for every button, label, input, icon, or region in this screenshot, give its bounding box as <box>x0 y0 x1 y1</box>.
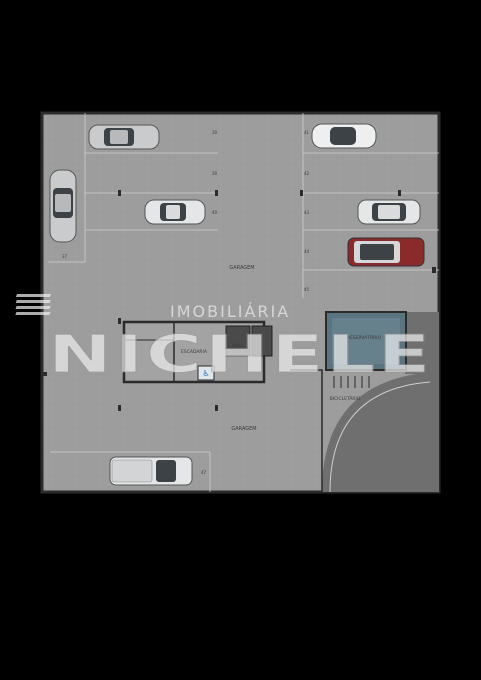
reservatorio-label: RESERVATÓRIO <box>347 334 382 341</box>
bicycle-racks <box>333 376 370 388</box>
watermark-line2: NICHELE <box>48 325 433 385</box>
ramp-curve-line <box>329 381 431 493</box>
parking-lines <box>48 113 439 492</box>
car-4-coupe <box>311 123 377 149</box>
spot-45: 45 <box>304 287 310 292</box>
ramp-strip <box>405 312 439 374</box>
accessible-wc <box>197 365 215 381</box>
car-6-suv <box>347 237 425 267</box>
spot-numbers: 30 39 40 41 42 43 44 45 37 47 <box>62 130 310 475</box>
spot-37: 37 <box>62 254 68 259</box>
spot-30: 30 <box>212 130 218 135</box>
spot-39: 39 <box>212 171 218 176</box>
spot-42: 42 <box>304 171 310 176</box>
watermark-stripes-icon <box>15 294 51 315</box>
car-7-pickup <box>109 456 193 486</box>
ramp-inner-wall <box>290 369 323 492</box>
watermark-line1: IMOBILIÁRIA <box>170 302 290 321</box>
spot-41: 41 <box>304 130 310 135</box>
ramp <box>322 372 439 492</box>
svg-text:♿: ♿ <box>202 369 209 378</box>
car-1-sedan <box>88 124 160 150</box>
hall-label: HALL <box>232 343 244 349</box>
escadaria-label: ESCADARIA <box>181 349 208 355</box>
car-3-hatchback <box>144 199 206 225</box>
columns <box>42 190 436 411</box>
bicicletario-label: BICICLETÁRIO <box>330 395 361 402</box>
spot-47: 47 <box>201 470 207 475</box>
car-5-hatchback <box>357 199 421 225</box>
imobiliaria-nichele-watermark: IMOBILIÁRIA NICHELE <box>15 294 433 385</box>
garagem-label-top: GARAGEM <box>229 265 254 271</box>
car-2-sedan-vertical <box>49 169 77 243</box>
elevator-shaft-2 <box>251 325 273 357</box>
garagem-label-bottom: GARAGEM <box>231 426 256 432</box>
spot-40: 40 <box>212 210 218 215</box>
building-core: ♿ <box>122 320 273 384</box>
spot-44: 44 <box>304 249 310 254</box>
elevator-shaft <box>225 325 251 357</box>
spot-43: 43 <box>304 210 310 215</box>
